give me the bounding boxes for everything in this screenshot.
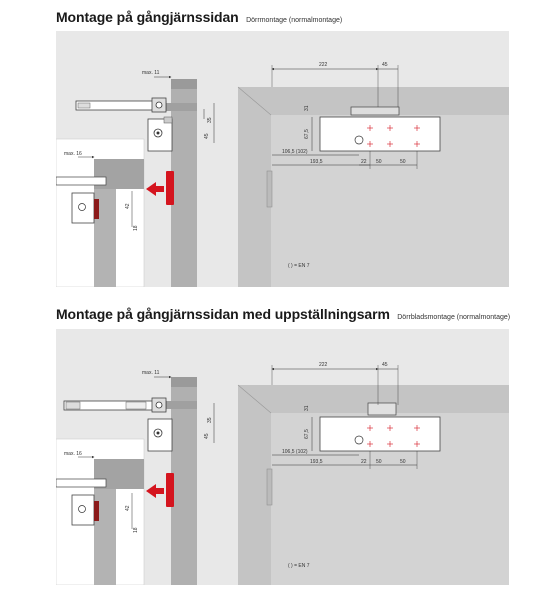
dim-35: 35 [207, 117, 213, 123]
dim-67-5: 67,5 [304, 129, 310, 139]
door-frame-profile [171, 79, 197, 287]
door-frame-profile [171, 377, 197, 585]
dim-max16: max. 16 [64, 451, 82, 457]
dim-45: 45 [204, 133, 210, 139]
inset-frame-profile [94, 159, 116, 287]
dim-50-b: 50 [400, 159, 406, 165]
red-mounting-plate [166, 473, 174, 507]
closer-body-front [319, 116, 441, 152]
dim-42: 42 [125, 505, 131, 511]
red-mounting-plate [166, 171, 174, 205]
section-1-drawing-panel: max. 11 35 45 max. 16 42 18 [55, 31, 509, 288]
closer-arm-front [350, 106, 400, 116]
hinge [266, 468, 273, 506]
dim-50-b: 50 [400, 459, 406, 465]
dim-max11: max. 11 [142, 370, 160, 376]
dim-45: 45 [204, 433, 210, 439]
section-2-title: Montage på gångjärnssidan med uppställni… [56, 306, 510, 324]
dim-22: 22 [361, 459, 367, 465]
section-2-drawing-panel: max. 11 35 45 max. 16 42 18 [55, 329, 509, 586]
section-2-technical-drawing: max. 11 35 45 max. 16 42 18 [55, 362, 509, 586]
dim-67-5: 67,5 [304, 429, 310, 439]
hinge [266, 170, 273, 208]
dim-max16: max. 16 [64, 151, 82, 157]
hold-open-unit-front [367, 402, 397, 416]
dim-max11: max. 11 [142, 70, 160, 76]
inset-closer-arm [55, 478, 107, 488]
dim-35: 35 [207, 417, 213, 423]
dim-222: 222 [319, 62, 328, 68]
red-direction-arrow-icon [146, 182, 164, 196]
dim-22: 22 [361, 159, 367, 165]
dim-45-top: 45 [382, 362, 388, 368]
section-1-subtitle: Dörrmontage (normalmontage) [246, 17, 343, 24]
section-2-heading: Montage på gångjärnssidan med uppställni… [56, 306, 390, 322]
standard-note: ( ) = EN 7 [288, 263, 310, 269]
section-1-technical-drawing: max. 11 35 45 max. 16 42 18 [55, 62, 509, 288]
dim-18: 18 [133, 527, 139, 533]
section-1-title: Montage på gångjärnssidan Dörrmontage (n… [56, 9, 342, 27]
closer-body-front [319, 416, 441, 452]
dim-18: 18 [133, 225, 139, 231]
dim-50-a: 50 [376, 459, 382, 465]
inset-closer-arm [55, 176, 107, 186]
inset-frame-profile [94, 459, 116, 585]
dim-50-a: 50 [376, 159, 382, 165]
dim-42: 42 [125, 203, 131, 209]
dim-193-5: 193,5 [310, 159, 323, 165]
dim-193-5: 193,5 [310, 459, 323, 465]
dim-31: 31 [304, 405, 310, 411]
section-2-subtitle: Dörrbladsmontage (normalmontage) [397, 314, 511, 321]
red-direction-arrow-icon [146, 484, 164, 498]
dim-45-top: 45 [382, 62, 388, 68]
dim-106-5: 106,5 (102) [282, 449, 308, 455]
dim-106-5: 106,5 (102) [282, 149, 308, 155]
dim-222: 222 [319, 362, 328, 368]
section-1-heading: Montage på gångjärnssidan [56, 9, 239, 25]
standard-note: ( ) = EN 7 [288, 563, 310, 569]
dim-31: 31 [304, 105, 310, 111]
